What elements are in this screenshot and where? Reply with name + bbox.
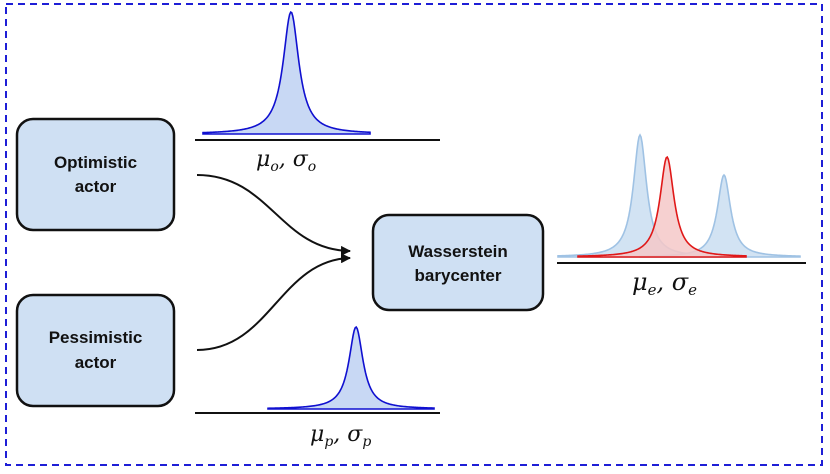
optimistic-faded-curve (557, 133, 721, 258)
pessimistic-dist-label: μp, σp (310, 422, 371, 450)
barycenter-label-line2: barycenter (415, 266, 502, 285)
pessimistic-actor-box: Pessimistic actor (15, 293, 176, 408)
optimistic-density-curve (202, 11, 371, 135)
optimistic-distribution: μo, σo (195, 11, 440, 175)
barycenter-density-curve (577, 155, 747, 258)
arrow-pessimistic-to-barycenter (196, 253, 351, 351)
pessimistic-density-curve (267, 325, 435, 410)
ensemble-distribution: μe, σe (557, 133, 806, 299)
optimistic-actor-box: Optimistic actor (15, 117, 176, 232)
pessimistic-distribution: μp, σp (195, 325, 440, 450)
optimistic-actor-label-line2: actor (75, 177, 117, 196)
dashed-frame (5, 3, 823, 466)
optimistic-actor-label-line1: Optimistic (54, 153, 137, 172)
pessimistic-actor-label-line2: actor (75, 353, 117, 372)
optimistic-dist-label: μo, σo (256, 147, 316, 175)
pessimistic-actor-label-line1: Pessimistic (49, 328, 143, 347)
wasserstein-barycenter-box: Wasserstein barycenter (371, 213, 545, 312)
barycenter-label-line1: Wasserstein (408, 242, 508, 261)
arrow-optimistic-to-barycenter (196, 174, 351, 256)
ensemble-dist-label: μe, σe (632, 268, 697, 299)
